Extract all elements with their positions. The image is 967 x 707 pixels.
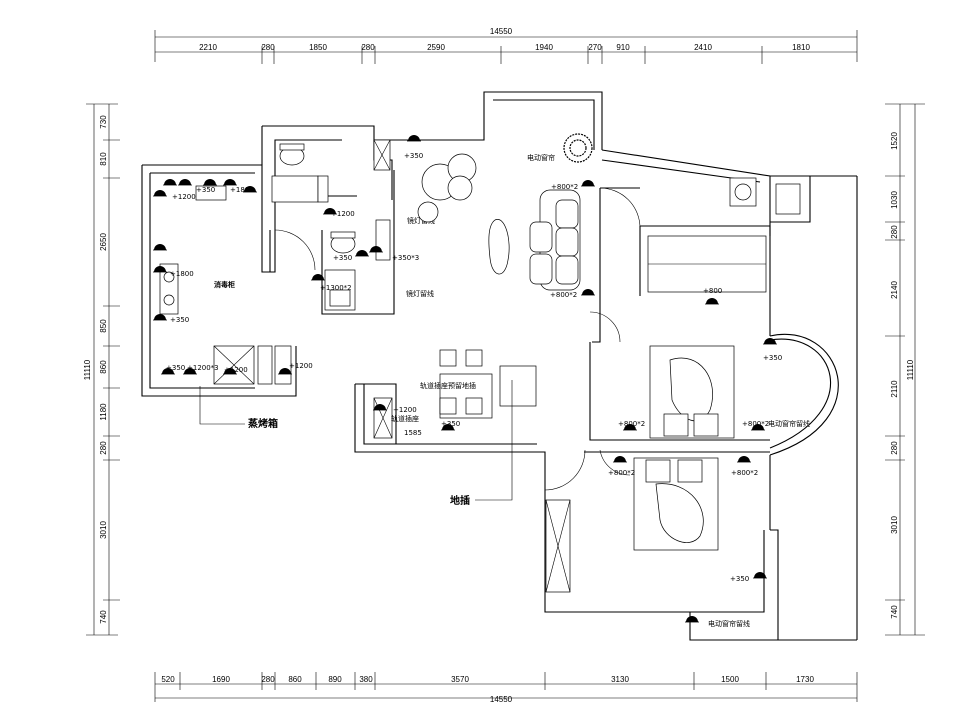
bed2-socket-350: +350 — [730, 575, 749, 583]
dim-bottom-7: 3570 — [451, 675, 469, 684]
living-room: +350 电动窗帘 +800*2 +800*2 — [404, 133, 596, 299]
bottom-dimension-chain: 520 1690 280 860 890 380 3570 3130 1500 … — [154, 672, 858, 704]
steam-oven-label: 蒸烤箱 — [248, 417, 278, 430]
dim-left-8: 3010 — [99, 521, 108, 539]
bed2-socket-800x2b: +800*2 — [731, 469, 758, 477]
dim-bottom-5: 890 — [328, 675, 342, 684]
dim-left-9: 740 — [99, 610, 108, 624]
dining-socket-1200: +1200 — [393, 406, 417, 414]
bath-socket-350: +350 — [333, 254, 352, 262]
floor-socket-label: 地插 — [450, 494, 470, 507]
mirror-light-wire-2: 镜灯留线 — [406, 289, 434, 298]
bathrooms: +1200 +350 +350*3 +1300*2 镜灯留线 镜灯留线 — [271, 139, 435, 311]
bed1-socket-800x2a: +800*2 — [618, 420, 645, 428]
sofa — [529, 189, 581, 291]
kitchen-socket-1200: +1200 — [172, 193, 196, 201]
dim-right-6: 280 — [890, 441, 899, 455]
bed1-socket-800: +800 — [703, 287, 722, 295]
dim-top-6: 1940 — [535, 43, 553, 52]
dim-right-3: 280 — [890, 225, 899, 239]
bedroom-second: +800*2 +800*2 +350 电动窗帘留线 — [545, 455, 768, 628]
dining-area: 轨道插座预留地插 +1200 轨道插座 +350 1585 地插 — [372, 349, 537, 507]
track-socket-floor-label: 轨道插座预留地插 — [420, 381, 476, 390]
plant — [563, 133, 593, 163]
dim-bottom-2: 1690 — [212, 675, 230, 684]
door-swings — [274, 187, 641, 491]
dim-overall-bottom: 14550 — [490, 695, 513, 704]
track-socket-label: 轨道插座 — [391, 414, 419, 423]
bedroom-master: +800 +350 +800*2 +800*2 电动窗帘留线 — [618, 235, 810, 439]
kitchen-socket-1200b: +1200 — [224, 366, 248, 374]
bath-socket-1300x2: +1300*2 — [320, 284, 352, 292]
dining-dim-1585: 1585 — [404, 429, 422, 437]
top-dimension-chain: 14550 2210 280 1850 280 2590 1940 270 91… — [154, 27, 858, 64]
dim-right-7: 3010 — [890, 516, 899, 534]
dim-bottom-4: 860 — [288, 675, 302, 684]
bed1-socket-350: +350 — [763, 354, 782, 362]
electric-curtain-label: 电动窗帘 — [527, 153, 555, 162]
dim-right-5: 2110 — [890, 380, 899, 398]
dim-right-4: 2140 — [890, 281, 899, 299]
balcony-sink — [775, 183, 801, 215]
dim-top-5: 2590 — [427, 43, 445, 52]
living-socket-350: +350 — [404, 152, 423, 160]
dim-bottom-10: 1730 — [796, 675, 814, 684]
kitchen-socket-1800b: +1800 — [170, 270, 194, 278]
kitchen-socket-1200x3: +1200*3 — [187, 364, 219, 372]
dim-right-total: 11110 — [906, 359, 915, 380]
dim-top-9: 2410 — [694, 43, 712, 52]
disinfection-cabinet-label: 消毒柜 — [214, 280, 235, 289]
bed2-curtain-label: 电动窗帘留线 — [708, 619, 750, 628]
dim-left-total: 11110 — [83, 359, 92, 380]
dim-bottom-9: 1500 — [721, 675, 739, 684]
sideboard — [499, 365, 537, 407]
sink — [195, 185, 227, 201]
dim-top-3: 1850 — [309, 43, 327, 52]
balcony-fixtures — [729, 177, 801, 215]
dim-bottom-1: 520 — [161, 675, 175, 684]
kitchen-socket-1200c: +1200 — [289, 362, 313, 370]
dim-top-4: 280 — [361, 43, 375, 52]
living-socket-800x2a: +800*2 — [551, 183, 578, 191]
living-socket-800x2b: +800*2 — [550, 291, 577, 299]
dim-left-7: 280 — [99, 441, 108, 455]
kitchen-socket-350b: +350 — [170, 316, 189, 324]
exterior-walls — [141, 91, 858, 641]
dim-left-5: 860 — [99, 360, 108, 374]
dim-top-10: 1810 — [792, 43, 810, 52]
dim-bottom-8: 3130 — [611, 675, 629, 684]
dim-right-8: 740 — [890, 605, 899, 619]
dim-left-6: 1180 — [99, 403, 108, 421]
bath-socket-350x3: +350*3 — [392, 254, 419, 262]
dim-left-2: 810 — [99, 152, 108, 166]
bath-socket-1200: +1200 — [331, 210, 355, 218]
bed1-curtain-label: 电动窗帘留线 — [768, 419, 810, 428]
coffee-table — [488, 219, 510, 275]
dim-top-7: 270 — [588, 43, 602, 52]
dim-overall-top: 14550 — [490, 27, 513, 36]
dim-bottom-3: 280 — [261, 675, 275, 684]
dim-right-1: 1520 — [890, 132, 899, 150]
dim-left-1: 730 — [99, 115, 108, 129]
kitchen-socket-1800: +1800 — [230, 186, 254, 194]
right-dimension-chain: 1520 1030 280 2140 2110 280 3010 740 111… — [885, 103, 925, 636]
dim-left-3: 2650 — [99, 233, 108, 251]
dim-top-2: 280 — [261, 43, 275, 52]
kitchen: +1200 +350 +1800 +1800 消毒柜 +350 +350 +12… — [152, 178, 313, 430]
bed2-socket-800x2a: +800*2 — [608, 469, 635, 477]
dim-bottom-6: 380 — [359, 675, 373, 684]
dim-right-2: 1030 — [890, 191, 899, 209]
bed1-socket-800x2b: +800*2 — [742, 420, 769, 428]
lounge-chair — [417, 153, 477, 223]
kitchen-socket-350c: +350 — [166, 364, 185, 372]
dining-socket-350: +350 — [441, 420, 460, 428]
left-dimension-chain: 11110 730 810 2650 850 860 1180 280 3010… — [83, 103, 120, 636]
kitchen-socket-350: +350 — [196, 186, 215, 194]
mirror-light-wire-1: 镜灯留线 — [407, 216, 435, 225]
dim-left-4: 850 — [99, 319, 108, 333]
dim-top-8: 910 — [616, 43, 630, 52]
dim-top-1: 2210 — [199, 43, 217, 52]
shower-1 — [271, 175, 319, 203]
